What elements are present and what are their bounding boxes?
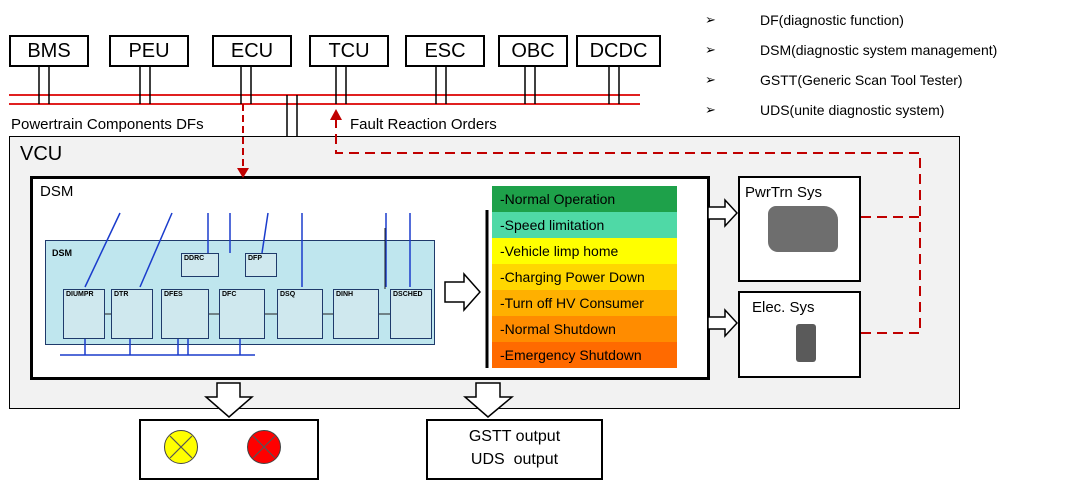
mode-speed-limitation: -Speed limitation (492, 212, 677, 238)
electrical-system-box (738, 291, 861, 378)
mode-turn-off-hv-consumer: -Turn off HV Consumer (492, 290, 677, 316)
battery-icon (796, 324, 816, 362)
lamp-cross-marks (169, 435, 276, 459)
dsm-detail-arrows (60, 212, 411, 356)
powertrain-system-label: PwrTrn Sys (745, 184, 822, 201)
arrow-bullet-icon: ➢ (705, 72, 716, 87)
ecu-box-dcdc: DCDC (576, 35, 661, 67)
arrow-bullet-icon: ➢ (705, 12, 716, 27)
module-dfc: DFC (219, 289, 265, 339)
ecu-box-obc: OBC (498, 35, 568, 67)
mode-normal-shutdown: -Normal Shutdown (492, 316, 677, 342)
block-arrow-down-lamps-icon (203, 382, 255, 418)
legend-text: DSM(diagnostic system management) (760, 42, 998, 58)
module-dsq: DSQ (277, 289, 323, 339)
module-ddrc: DDRC (181, 253, 219, 277)
powertrain-components-dfs-label: Powertrain Components DFs (11, 116, 204, 133)
arrow-bullet-icon: ➢ (705, 42, 716, 57)
uds-output-label: UDS output (470, 451, 559, 468)
mode-normal-operation: -Normal Operation (492, 186, 677, 212)
module-dtr: DTR (111, 289, 153, 339)
dsm-detail-title: DSM (52, 248, 72, 258)
mode-charging-power-down: -Charging Power Down (492, 264, 677, 290)
ecu-box-bms: BMS (9, 35, 89, 67)
module-dfp: DFP (245, 253, 277, 277)
block-arrow-to-electrical-icon (707, 308, 739, 338)
arrowhead-down-icon (237, 168, 249, 178)
legend-item: ➢ DSM(diagnostic system management) (705, 42, 997, 58)
vcu-label: VCU (20, 143, 63, 165)
legend-item: ➢ DF(diagnostic function) (705, 12, 904, 28)
module-dsched: DSCHED (390, 289, 432, 339)
block-arrow-to-powertrain-icon (707, 198, 739, 228)
legend-text: UDS(unite diagnostic system) (760, 102, 945, 118)
diagnostic-output-box (426, 419, 603, 480)
powertrain-engine-icon (768, 206, 838, 252)
electrical-system-label: Elec. Sys (752, 299, 815, 316)
ecu-box-ecu: ECU (212, 35, 292, 67)
fault-reaction-orders-label: Fault Reaction Orders (350, 116, 497, 133)
legend-text: DF(diagnostic function) (760, 12, 904, 28)
ecu-drops (38, 67, 620, 136)
arrow-bullet-icon: ➢ (705, 102, 716, 117)
legend-text: GSTT(Generic Scan Tool Tester) (760, 72, 963, 88)
dsm-detail-links (105, 228, 390, 315)
arrowhead-up-icon (330, 109, 342, 120)
dsm-label: DSM (40, 183, 74, 200)
block-arrow-right-icon (444, 272, 482, 312)
ecu-box-peu: PEU (109, 35, 189, 67)
mode-emergency-shutdown: -Emergency Shutdown (492, 342, 677, 368)
powertrain-system-box (738, 176, 861, 282)
ecu-box-esc: ESC (405, 35, 485, 67)
module-dfes: DFES (161, 289, 209, 339)
mode-vehicle-limp-home: -Vehicle limp home (492, 238, 677, 264)
legend-item: ➢ GSTT(Generic Scan Tool Tester) (705, 72, 963, 88)
legend-item: ➢ UDS(unite diagnostic system) (705, 102, 944, 118)
gstt-output-label: GSTT output (468, 428, 561, 445)
dashed-fault-reaction-path (335, 118, 921, 334)
module-diumpr: DIUMPR (63, 289, 105, 339)
ecu-box-tcu: TCU (309, 35, 389, 67)
block-arrow-down-diag-icon (462, 382, 515, 418)
module-dinh: DINH (333, 289, 379, 339)
